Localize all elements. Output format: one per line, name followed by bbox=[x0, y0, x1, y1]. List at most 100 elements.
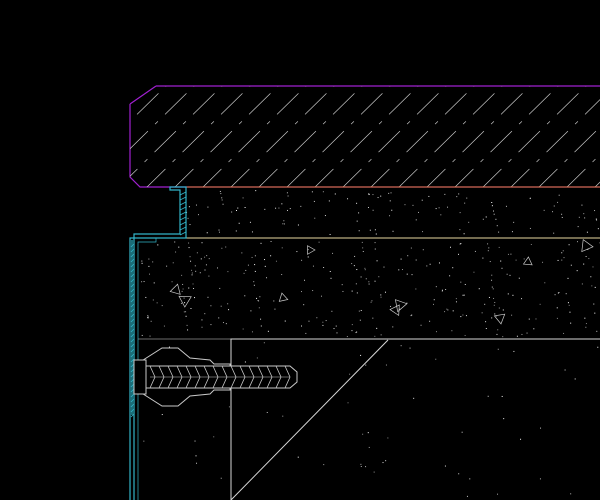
screed-dot bbox=[332, 252, 334, 254]
adhesive-dot bbox=[558, 194, 560, 196]
aggregate-triangle bbox=[278, 292, 289, 302]
screed-dot bbox=[192, 283, 194, 285]
screed-dot bbox=[511, 314, 513, 316]
panel-dot bbox=[458, 473, 460, 475]
panel-dot bbox=[282, 415, 284, 417]
screed-dot bbox=[254, 255, 256, 257]
screed-dot bbox=[323, 267, 325, 269]
screed-dot bbox=[208, 275, 210, 277]
adhesive-speckle bbox=[186, 190, 599, 235]
screed-dot bbox=[141, 281, 143, 283]
screed-dot bbox=[489, 261, 491, 263]
screed-dot bbox=[301, 259, 303, 261]
hatch-line bbox=[171, 86, 283, 187]
screed-dot bbox=[275, 260, 277, 262]
screed-dot bbox=[593, 303, 595, 305]
panel-dot bbox=[220, 477, 222, 479]
screed-dot bbox=[569, 311, 571, 313]
profile-knurl bbox=[130, 313, 135, 318]
screed-dot bbox=[210, 324, 212, 326]
screed-dot bbox=[488, 296, 490, 298]
screed-dot bbox=[330, 277, 332, 279]
screed-dot bbox=[342, 290, 344, 292]
panel-dot bbox=[444, 465, 446, 467]
profile-knurl bbox=[130, 398, 135, 403]
screed-dot bbox=[383, 266, 385, 268]
screed-dot bbox=[539, 303, 541, 305]
screed-dot bbox=[498, 246, 500, 248]
hatch-line bbox=[339, 86, 451, 187]
screed-dot bbox=[380, 334, 382, 336]
screed-dot bbox=[567, 277, 569, 279]
panel-dot bbox=[385, 364, 387, 366]
adhesive-dot bbox=[422, 231, 424, 233]
screed-dot bbox=[322, 321, 324, 323]
screed-dot bbox=[380, 296, 382, 298]
screed-dot bbox=[351, 330, 353, 332]
screed-dot bbox=[225, 323, 227, 325]
adhesive-dot bbox=[356, 202, 358, 204]
profile-knurl bbox=[130, 413, 135, 418]
adhesive-dot bbox=[493, 213, 495, 215]
wall-panel-diagonal bbox=[230, 339, 389, 500]
panel-dot bbox=[503, 418, 505, 420]
adhesive-dot bbox=[189, 224, 191, 226]
adhesive-dot bbox=[197, 214, 199, 216]
screed-dot bbox=[243, 272, 245, 274]
screed-dot bbox=[465, 315, 467, 317]
screed-dot bbox=[411, 314, 413, 316]
adhesive-dot bbox=[529, 198, 531, 200]
screed-dot bbox=[242, 328, 244, 330]
adhesive-dot bbox=[498, 231, 500, 233]
screed-dot bbox=[185, 315, 187, 317]
screed-dot bbox=[253, 284, 255, 286]
profile-knurl bbox=[130, 253, 135, 258]
screed-dot bbox=[351, 263, 353, 265]
profile-knurl bbox=[130, 303, 135, 308]
screed-dot bbox=[481, 312, 483, 314]
screed-dot bbox=[433, 299, 435, 301]
screed-dot bbox=[346, 336, 348, 338]
adhesive-dot bbox=[219, 190, 221, 192]
adhesive-dot bbox=[482, 218, 484, 220]
profile-knurl bbox=[179, 221, 187, 226]
screed-dot bbox=[392, 326, 394, 328]
screed-dot bbox=[452, 310, 454, 312]
adhesive-dot bbox=[529, 227, 531, 229]
panel-dot bbox=[501, 395, 503, 397]
hatch-line bbox=[535, 86, 600, 187]
adhesive-dot bbox=[561, 216, 563, 218]
profile-knurl bbox=[130, 338, 135, 343]
screed-dot bbox=[303, 304, 305, 306]
screed-dot bbox=[341, 284, 343, 286]
screed-dot bbox=[590, 276, 592, 278]
screed-dot bbox=[281, 247, 283, 249]
screed-dot bbox=[401, 269, 403, 271]
panel-dot bbox=[597, 346, 599, 348]
screed-dot bbox=[183, 297, 185, 299]
screed-dot bbox=[166, 265, 168, 267]
adhesive-dot bbox=[242, 197, 244, 199]
screed-dot bbox=[380, 294, 382, 296]
screed-dot bbox=[487, 243, 489, 245]
profile-knurl bbox=[179, 201, 187, 206]
hatch-line bbox=[130, 86, 199, 187]
adhesive-dot bbox=[491, 202, 493, 204]
adhesive-dot bbox=[435, 208, 437, 210]
screed-dot bbox=[351, 290, 353, 292]
adhesive-dot bbox=[356, 220, 358, 222]
adhesive-dot bbox=[251, 231, 253, 233]
screed-dot bbox=[516, 335, 518, 337]
screed-dot bbox=[435, 286, 437, 288]
screed-dot bbox=[494, 313, 496, 315]
adhesive-dot bbox=[380, 195, 382, 197]
screed-dot bbox=[420, 324, 422, 326]
screed-dot bbox=[331, 310, 333, 312]
stone-slab-outline bbox=[129, 85, 600, 188]
screed-dot bbox=[463, 294, 465, 296]
aggregate-triangle bbox=[493, 313, 506, 325]
screed-dot bbox=[458, 253, 460, 255]
profile-knurl bbox=[179, 231, 187, 236]
screed-dot bbox=[274, 308, 276, 310]
screed-dot bbox=[384, 291, 386, 293]
